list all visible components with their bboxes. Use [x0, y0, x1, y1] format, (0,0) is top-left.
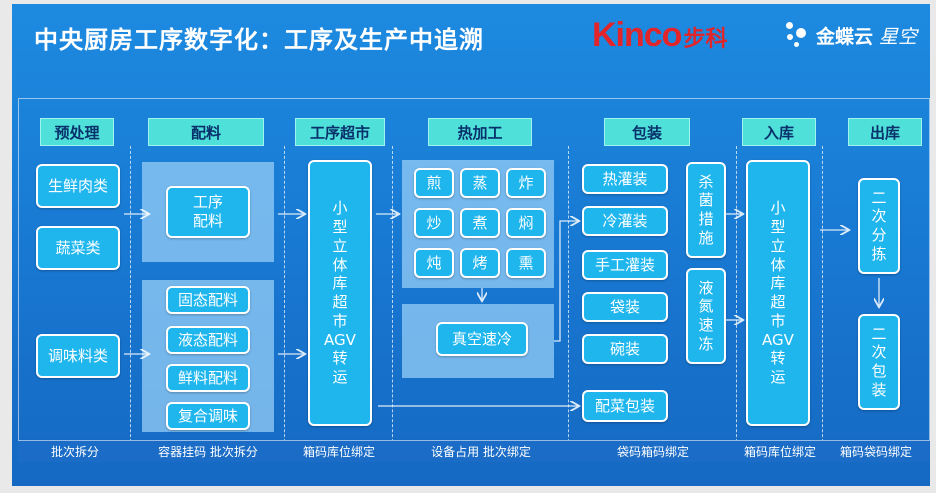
kinco-logo: Kinco 步科	[592, 16, 727, 55]
preprocess-seasoning[interactable]: 调味料类	[36, 334, 120, 378]
footer-container-code: 容器挂码 批次拆分	[158, 444, 258, 459]
sterilize-char: 杀	[698, 172, 714, 191]
header-warehouse-in: 入库	[742, 118, 816, 146]
pack-char: 包	[871, 362, 887, 380]
sterilize-char: 施	[698, 228, 714, 247]
secondary-pack-box[interactable]: 二 次 包 装	[858, 314, 900, 410]
sort-char: 拣	[871, 244, 887, 263]
hot-method-stew[interactable]: 炖	[414, 248, 454, 278]
column-divider	[822, 146, 823, 462]
warehouse-in-agv[interactable]: 小 型 立 体 库 超 市 AGV 转 运	[746, 160, 810, 426]
process-market-char: 转	[332, 349, 348, 368]
warehouse-in-char: AGV	[762, 330, 794, 349]
pack-char: 二	[871, 324, 887, 343]
pack-manual-fill[interactable]: 手工灌装	[582, 250, 668, 280]
warehouse-in-char: 立	[770, 236, 786, 255]
slide: 中央厨房工序数字化：工序及生产中追溯 Kinco 步科 金蝶云 星空 预处理 配…	[12, 4, 930, 486]
kingdee-logo: 金蝶云 星空	[784, 20, 917, 50]
process-market-char: 市	[332, 311, 348, 330]
sterilize-box[interactable]: 杀 菌 措 施	[686, 162, 726, 258]
preprocess-vegetables[interactable]: 蔬菜类	[36, 226, 120, 270]
kinco-logo-cn: 步科	[683, 27, 728, 52]
sort-char: 次	[871, 207, 887, 226]
pack-side-dish[interactable]: 配菜包装	[582, 390, 668, 422]
header-batching: 配料	[148, 118, 264, 146]
batching-process-box[interactable]: 工序 配料	[166, 186, 250, 238]
process-market-char: 库	[332, 274, 348, 293]
warehouse-in-char: 转	[770, 349, 786, 368]
hot-method-roast[interactable]: 烤	[460, 248, 500, 278]
process-market-agv[interactable]: 小 型 立 体 库 超 市 AGV 转 运	[308, 160, 372, 426]
hot-method-boil[interactable]: 煮	[460, 208, 500, 238]
pack-hot-fill[interactable]: 热灌装	[582, 164, 668, 194]
batching-liquid[interactable]: 液态配料	[166, 326, 250, 354]
footer-box-location-in: 箱码库位绑定	[743, 444, 816, 459]
column-divider	[736, 146, 737, 462]
hot-method-steam[interactable]: 蒸	[460, 168, 500, 198]
pack-char: 次	[871, 343, 887, 362]
kingdee-logo-text: 金蝶云	[816, 25, 874, 48]
process-market-char: 超	[332, 293, 348, 311]
header-preprocess: 预处理	[40, 118, 114, 146]
hot-method-braise[interactable]: 焖	[506, 208, 546, 238]
warehouse-in-char: 体	[770, 255, 786, 274]
footer-box-location: 箱码库位绑定	[302, 444, 375, 459]
header-process-market: 工序超市	[295, 118, 385, 146]
warehouse-in-char: 库	[770, 274, 786, 293]
freeze-char: 氮	[698, 297, 714, 316]
preprocess-meat[interactable]: 生鲜肉类	[36, 164, 120, 208]
process-market-char: 型	[332, 218, 348, 236]
vacuum-cooling-box[interactable]: 真空速冷	[436, 322, 528, 356]
process-market-char: 小	[332, 199, 348, 218]
sterilize-char: 菌	[698, 191, 714, 210]
footer-bar	[18, 440, 930, 462]
batching-compound[interactable]: 复合调味	[166, 402, 250, 430]
hot-method-deep-fry[interactable]: 炸	[506, 168, 546, 198]
kingdee-dots-icon	[784, 20, 810, 50]
column-divider	[568, 146, 569, 462]
footer-device-batch: 设备占用 批次绑定	[431, 444, 531, 459]
hot-method-fry-pan[interactable]: 煎	[414, 168, 454, 198]
process-market-char: AGV	[324, 330, 356, 349]
page-title: 中央厨房工序数字化：工序及生产中追溯	[34, 26, 484, 54]
warehouse-in-char: 小	[770, 199, 786, 218]
column-divider	[392, 146, 393, 462]
sort-char: 二	[871, 188, 887, 207]
freeze-char: 液	[698, 278, 714, 297]
column-divider	[284, 146, 285, 462]
header-hot-processing: 热加工	[428, 118, 532, 146]
liquid-nitrogen-freeze-box[interactable]: 液 氮 速 冻	[686, 268, 726, 364]
pack-cold-fill[interactable]: 冷灌装	[582, 206, 668, 236]
freeze-char: 速	[698, 316, 714, 334]
footer-box-bag: 箱码袋码绑定	[839, 444, 912, 459]
sort-char: 分	[871, 226, 887, 244]
warehouse-in-char: 市	[770, 311, 786, 330]
warehouse-in-char: 运	[770, 368, 786, 386]
process-market-char: 立	[332, 236, 348, 255]
freeze-char: 冻	[698, 334, 714, 353]
hot-method-smoke[interactable]: 熏	[506, 248, 546, 278]
kingdee-logo-sub: 星空	[879, 25, 918, 48]
warehouse-in-char: 型	[770, 218, 786, 236]
pack-char: 装	[871, 380, 887, 399]
column-divider	[130, 146, 131, 462]
footer-batch-split: 批次拆分	[50, 444, 99, 459]
batching-solid[interactable]: 固态配料	[166, 286, 250, 314]
kinco-logo-text: Kinco	[592, 16, 682, 54]
header-warehouse-out: 出库	[848, 118, 922, 146]
sterilize-char: 措	[698, 210, 714, 228]
footer-bag-box: 袋码箱码绑定	[616, 444, 689, 459]
batching-fresh[interactable]: 鲜料配料	[166, 364, 250, 392]
warehouse-in-char: 超	[770, 293, 786, 311]
pack-bag[interactable]: 袋装	[582, 292, 668, 322]
pack-bowl[interactable]: 碗装	[582, 334, 668, 364]
process-market-char: 体	[332, 255, 348, 274]
hot-method-stir-fry[interactable]: 炒	[414, 208, 454, 238]
header-packaging: 包装	[604, 118, 690, 146]
process-market-char: 运	[332, 368, 348, 386]
secondary-sort-box[interactable]: 二 次 分 拣	[858, 178, 900, 274]
